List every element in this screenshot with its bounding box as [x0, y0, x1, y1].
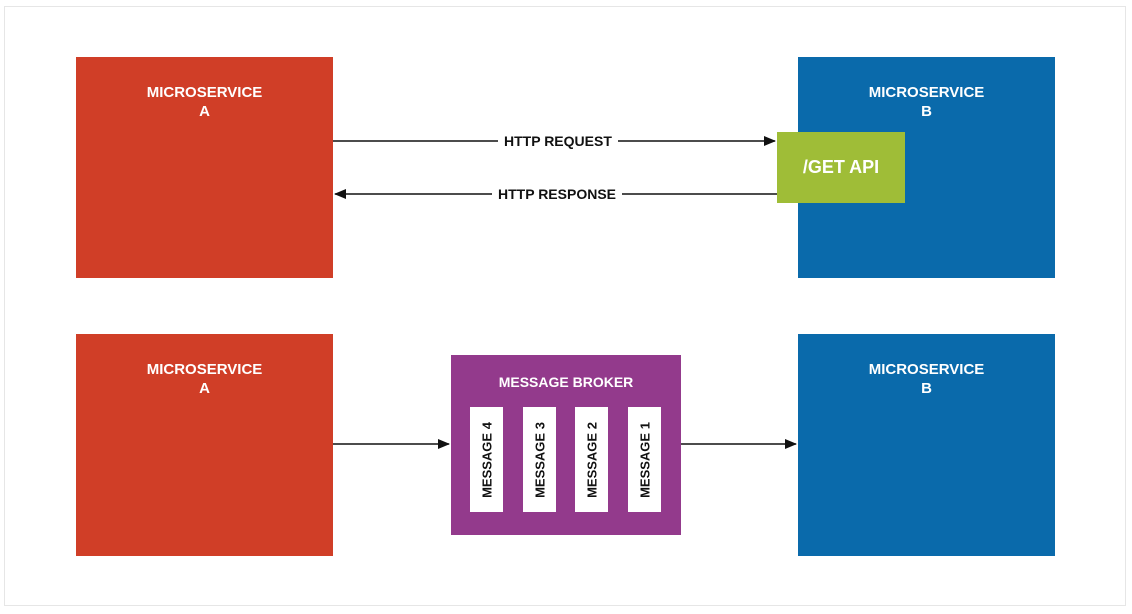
message-slot-2: MESSAGE 2	[575, 407, 608, 512]
http-response-label: HTTP RESPONSE	[492, 185, 622, 203]
bottom-microservice-b: MICROSERVICE B	[798, 334, 1055, 556]
message-broker: MESSAGE BROKER MESSAGE 4 MESSAGE 3 MESSA…	[451, 355, 681, 535]
top-microservice-b-letter: B	[921, 103, 932, 120]
top-microservice-a: MICROSERVICE A	[76, 57, 333, 278]
message-label: MESSAGE 4	[479, 421, 494, 498]
message-slot-3: MESSAGE 3	[523, 407, 556, 512]
bottom-microservice-a-letter: A	[199, 380, 210, 397]
bottom-microservice-a: MICROSERVICE A	[76, 334, 333, 556]
top-microservice-a-title: MICROSERVICE	[146, 84, 263, 101]
message-label: MESSAGE 2	[584, 421, 599, 498]
message-label: MESSAGE 3	[532, 421, 547, 498]
message-broker-title: MESSAGE BROKER	[498, 374, 634, 390]
get-api-endpoint: /GET API	[777, 132, 905, 203]
message-slot-1: MESSAGE 1	[628, 407, 661, 512]
message-label: MESSAGE 1	[637, 421, 652, 498]
message-slot-4: MESSAGE 4	[470, 407, 503, 512]
http-request-label: HTTP REQUEST	[498, 132, 618, 150]
bottom-microservice-a-title: MICROSERVICE	[146, 361, 263, 378]
top-microservice-a-letter: A	[199, 103, 210, 120]
diagram-frame	[4, 6, 1126, 606]
top-microservice-b-title: MICROSERVICE	[868, 84, 985, 101]
bottom-microservice-b-letter: B	[921, 380, 932, 397]
bottom-microservice-b-title: MICROSERVICE	[868, 361, 985, 378]
